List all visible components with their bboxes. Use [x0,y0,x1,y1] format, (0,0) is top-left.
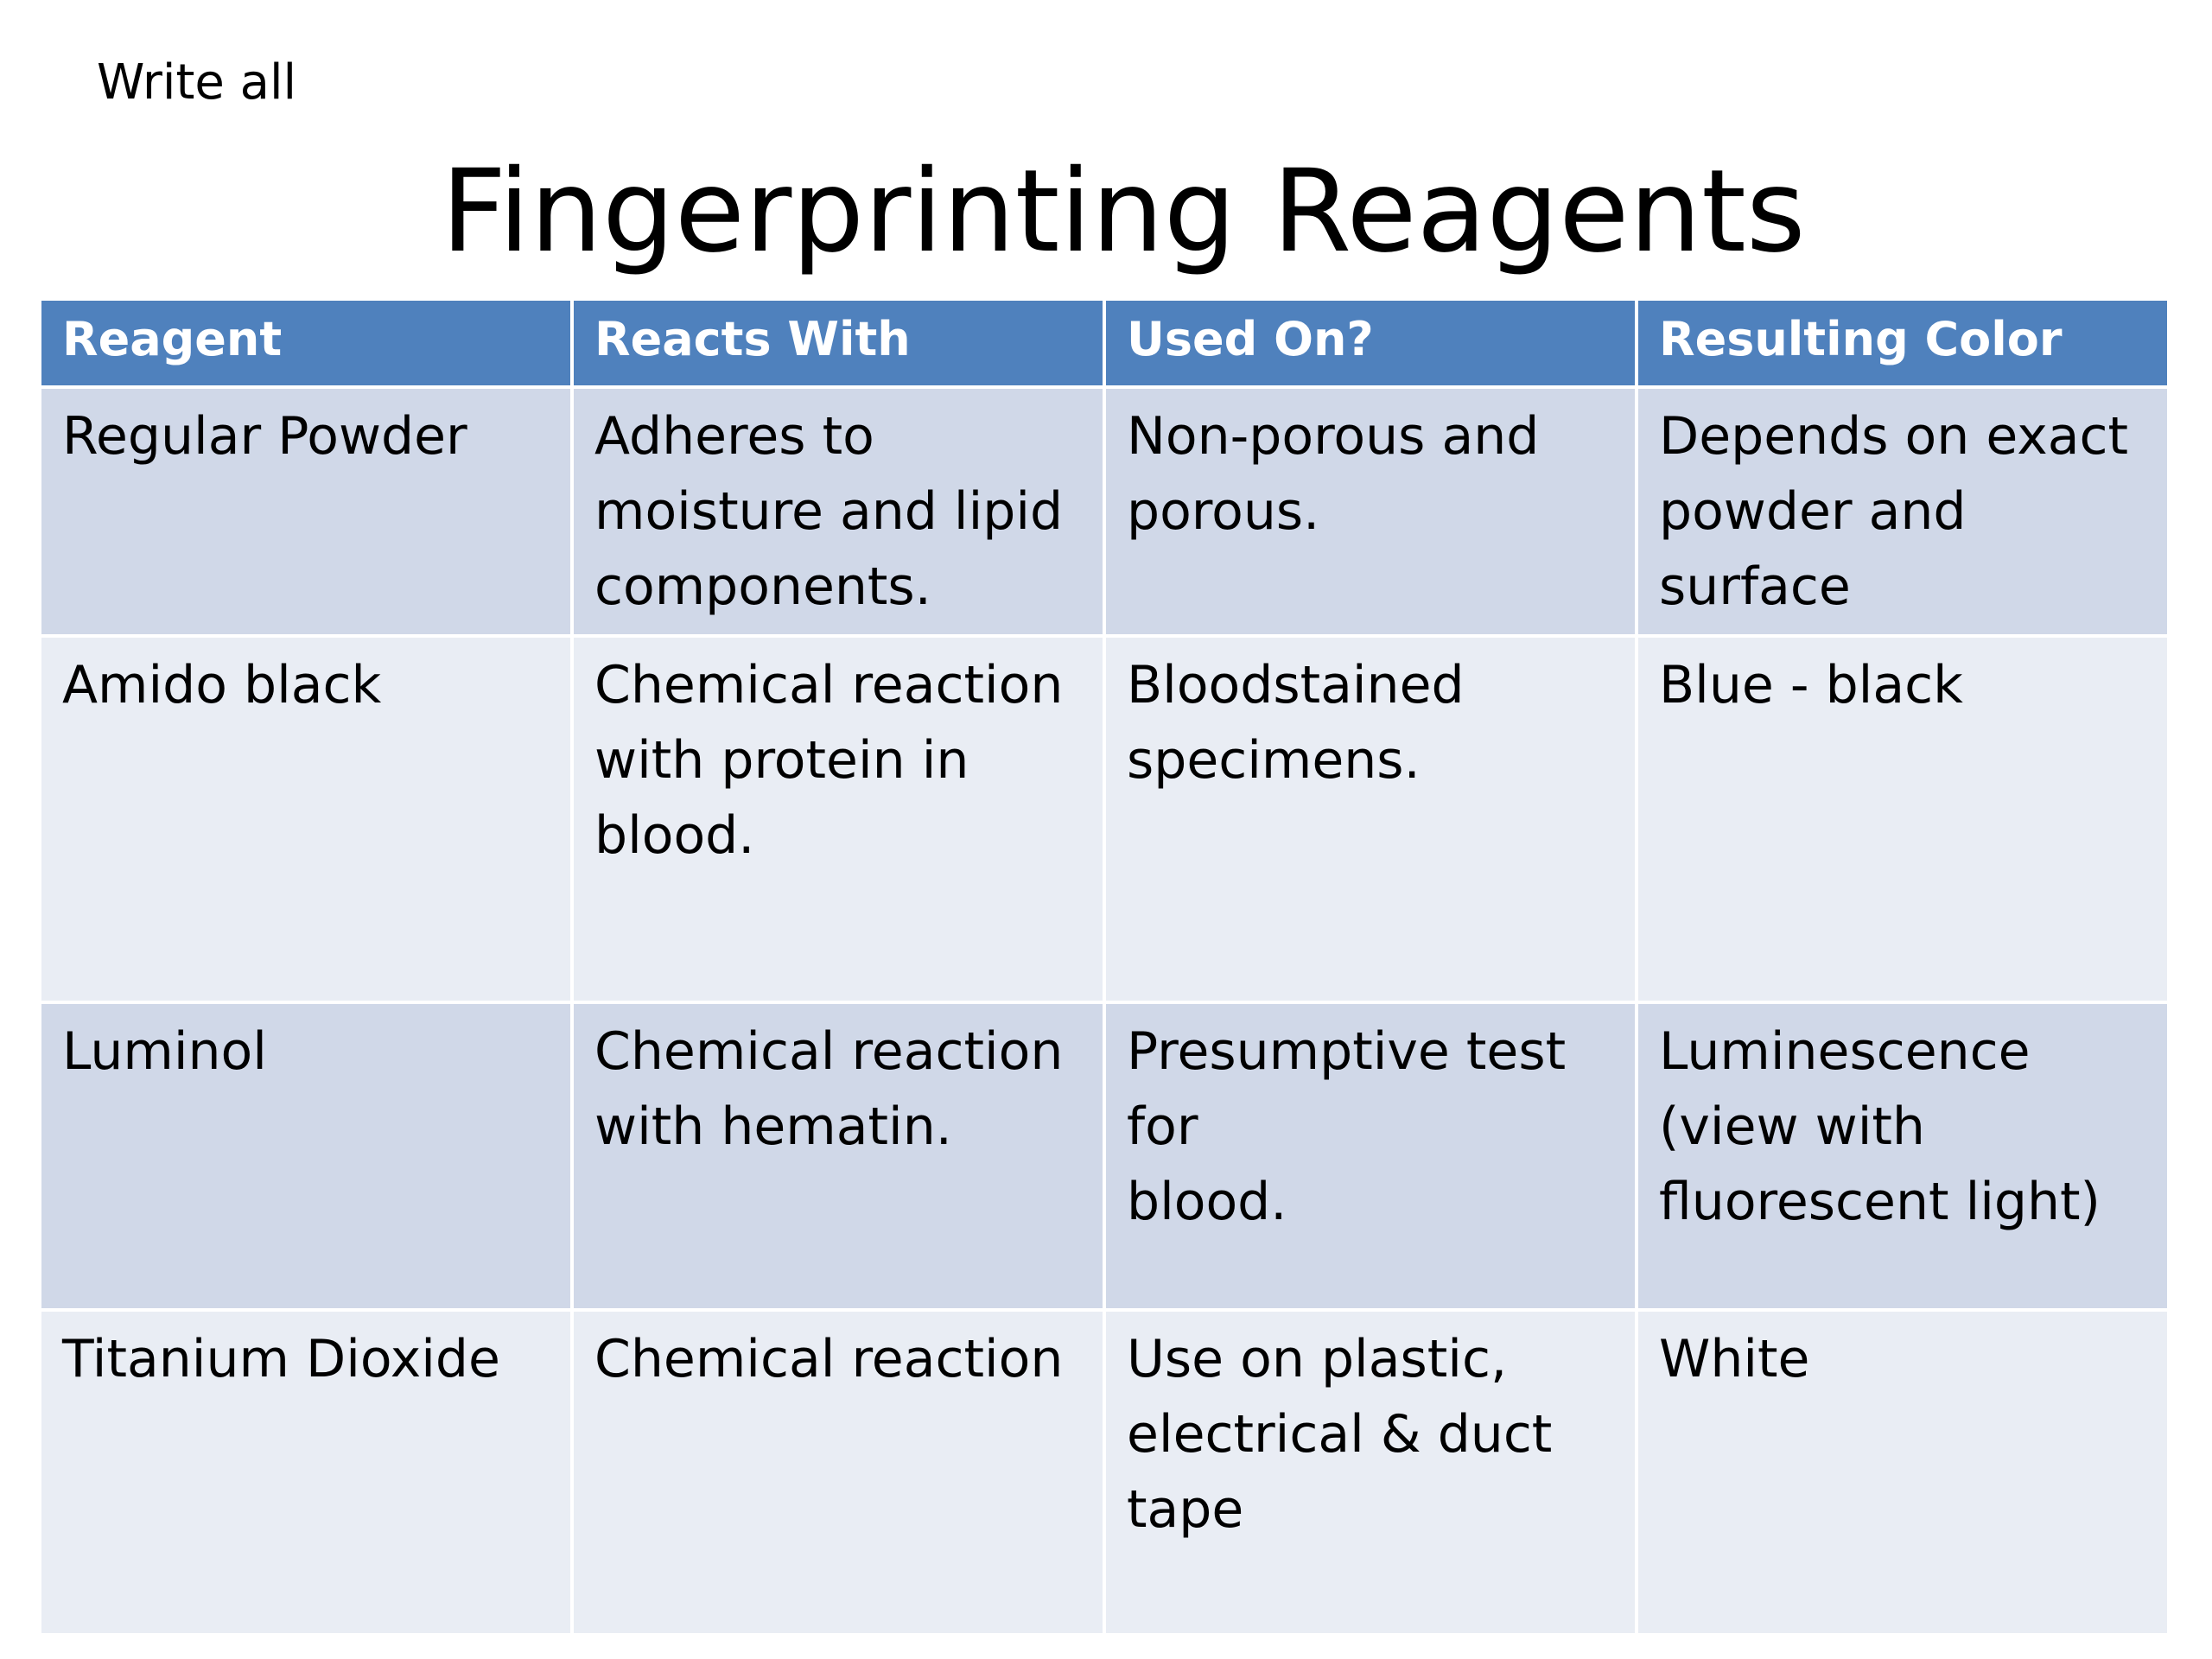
cell-line: blood. [1127,1172,1287,1232]
cell-line: components. [594,556,931,617]
cell-line: White [1659,1329,1810,1389]
cell-resulting-color: Luminescence (view with fluorescent ligh… [1635,1001,2171,1312]
cell-line: Titanium Dioxide [62,1329,500,1389]
cell-line: surface [1659,556,1851,617]
cell-line: (view with [1659,1096,1925,1157]
cell-reacts-with: Adheres to moisture and lipid components… [570,385,1106,638]
cell-line: Non-porous and [1127,406,1540,467]
cell-line: moisture and lipid [594,481,1064,542]
table-row: Regular Powder Adheres to moisture and l… [38,385,2171,638]
cell-reagent: Regular Powder [38,385,574,638]
header-used-on: Used On? [1103,297,1638,389]
cell-line: Depends on exact [1659,406,2129,467]
cell-used-on: Use on plastic, electrical & duct tape [1103,1308,1638,1637]
cell-line: blood. [594,805,755,866]
cell-line: Chemical reaction [594,1329,1064,1389]
cell-line: Blue - black [1659,655,1963,715]
reagents-table: Reagent Reacts With Used On? Resulting C… [38,297,2171,1637]
cell-line: electrical & duct [1127,1404,1553,1465]
header-resulting-color: Resulting Color [1635,297,2171,389]
cell-line: Use on plastic, [1127,1329,1508,1389]
cell-reacts-with: Chemical reaction with hematin. [570,1001,1106,1312]
cell-line: with protein in [594,730,969,791]
cell-line: Chemical reaction [594,655,1064,715]
cell-line: Chemical reaction [594,1021,1064,1082]
cell-line: Bloodstained [1127,655,1465,715]
cell-used-on: Bloodstained specimens. [1103,634,1638,1004]
table-row: Luminol Chemical reaction with hematin. … [38,1001,2171,1312]
cell-line: tape [1127,1479,1244,1540]
cell-line: Luminescence [1659,1021,2031,1082]
cell-resulting-color: Depends on exact powder and surface [1635,385,2171,638]
cell-line: Presumptive test [1127,1021,1567,1082]
cell-line: specimens. [1127,730,1421,791]
cell-used-on: Non-porous and porous. [1103,385,1638,638]
cell-resulting-color: White [1635,1308,2171,1637]
cell-line: Luminol [62,1021,267,1082]
cell-resulting-color: Blue - black [1635,634,2171,1004]
header-reacts-with: Reacts With [570,297,1106,389]
cell-reagent: Luminol [38,1001,574,1312]
header-reagent: Reagent [38,297,574,389]
slide-note: Write all [97,54,297,111]
table-row: Titanium Dioxide Chemical reaction Use o… [38,1308,2171,1637]
cell-line: for [1127,1096,1198,1157]
cell-line: Regular Powder [62,406,467,467]
cell-reacts-with: Chemical reaction with protein in blood. [570,634,1106,1004]
cell-line: fluorescent light) [1659,1172,2101,1232]
cell-line: with hematin. [594,1096,952,1157]
cell-line: Adheres to [594,406,874,467]
table-row: Amido black Chemical reaction with prote… [38,634,2171,1004]
cell-line: powder and [1659,481,1967,542]
slide-title: Fingerprinting Reagents [441,145,1806,278]
cell-reacts-with: Chemical reaction [570,1308,1106,1637]
cell-reagent: Titanium Dioxide [38,1308,574,1637]
cell-line: porous. [1127,481,1320,542]
table-header-row: Reagent Reacts With Used On? Resulting C… [38,297,2171,389]
cell-reagent: Amido black [38,634,574,1004]
cell-used-on: Presumptive test for blood. [1103,1001,1638,1312]
cell-line: Amido black [62,655,382,715]
